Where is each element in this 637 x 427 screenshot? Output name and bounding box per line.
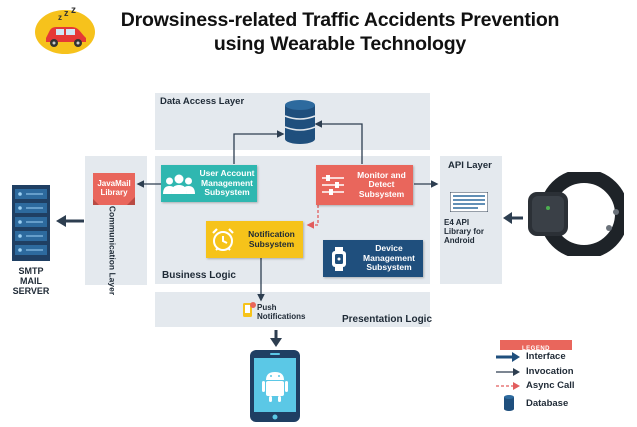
api-layer-label: API Layer: [448, 160, 492, 171]
notification-label: Notification Subsystem: [248, 229, 295, 249]
device-management-label: Device Management Subsystem: [363, 243, 415, 273]
push-notification-icon: [240, 301, 256, 321]
legend-async-call: Async Call: [526, 380, 575, 391]
folded-note-icon: [93, 173, 135, 205]
user-account-to-database-line: [233, 130, 285, 164]
legend-heading: LEGEND: [500, 340, 572, 352]
user-account-label: User Account Management Subsystem: [199, 168, 255, 198]
async-call-line: [306, 205, 319, 229]
presentation-logic-panel: [155, 292, 430, 327]
logo-car-icon: z z z: [34, 5, 96, 54]
user-account-management-subsystem[interactable]: User Account Management Subsystem: [161, 165, 257, 202]
sliders-icon: [316, 165, 350, 205]
e4-api-label: E4 API Library for Android: [444, 218, 485, 245]
svg-text:z: z: [71, 6, 76, 16]
presentation-logic-label: Presentation Logic: [342, 314, 433, 325]
monitor-and-detect-subsystem[interactable]: Monitor and Detect Subsystem: [316, 165, 413, 205]
data-access-layer-label: Data Access Layer: [160, 96, 245, 107]
legend-symbols: [496, 352, 520, 411]
legend-interface: Interface: [526, 351, 566, 362]
svg-text:z: z: [58, 13, 62, 22]
smartwatch-icon: [323, 240, 355, 277]
android-phone-icon: [250, 350, 300, 422]
svg-text:z: z: [64, 8, 69, 18]
title-line-2: using Wearable Technology: [213, 33, 467, 55]
people-group-icon: [161, 165, 197, 202]
e4-api-document-icon: [449, 191, 489, 213]
legend-heading-text: LEGEND: [521, 346, 550, 352]
api-layer-panel: [440, 156, 502, 284]
wristband-device-icon: [524, 169, 629, 259]
title-line-1: Drowsiness-related Traffic Accidents Pre…: [120, 9, 560, 31]
smtp-mail-server-label: SMTP MAIL SERVER: [12, 266, 50, 296]
notification-subsystem[interactable]: Notification Subsystem: [206, 221, 303, 258]
device-management-subsystem[interactable]: Device Management Subsystem: [323, 240, 423, 277]
business-logic-label: Business Logic: [162, 270, 236, 281]
legend: LEGEND Interface Invocation Async Call D…: [494, 340, 614, 420]
page-title: Drowsiness-related Traffic Accidents Pre…: [100, 8, 580, 56]
javamail-library-box[interactable]: JavaMail Library: [93, 173, 135, 205]
server-rack-icon: [12, 185, 50, 261]
push-notifications-label: Push Notifications: [257, 303, 306, 321]
monitor-to-database-line: [314, 120, 363, 164]
database-icon: [283, 99, 317, 145]
javamail-label: JavaMail Library: [97, 179, 131, 197]
legend-invocation: Invocation: [526, 366, 574, 377]
monitor-detect-label: Monitor and Detect Subsystem: [357, 169, 406, 199]
alarm-clock-icon: [206, 221, 240, 258]
legend-database: Database: [526, 398, 569, 409]
